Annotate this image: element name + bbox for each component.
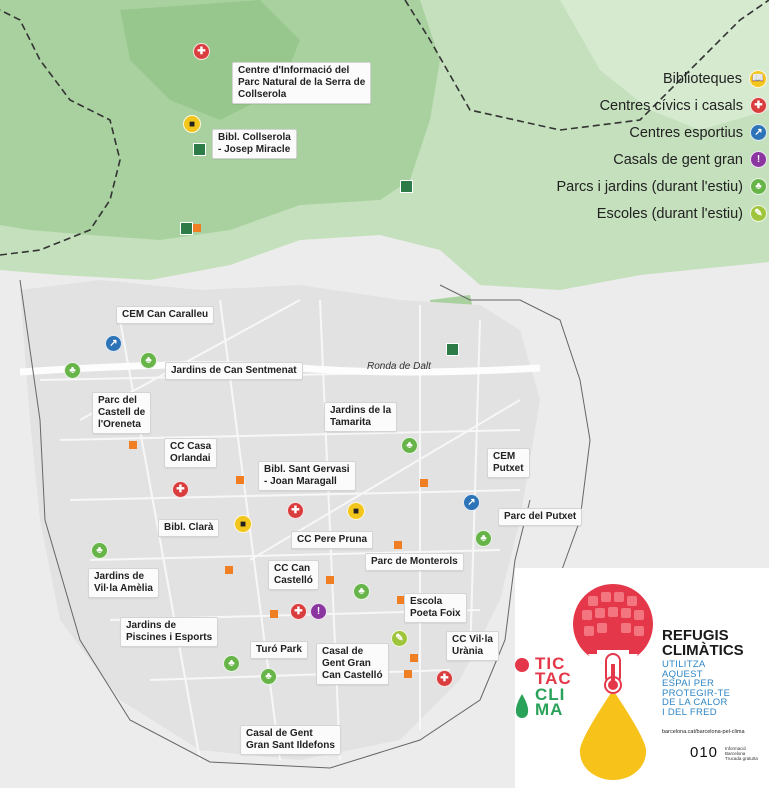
tictac-drops-icon	[515, 658, 529, 718]
orange-square-2	[129, 441, 137, 449]
cc-pere-pruna-marker[interactable]: ✚	[287, 502, 304, 519]
tictac-line-4: MA	[535, 700, 564, 719]
legend-row-civic: Centres cívics i casals ✚	[505, 92, 767, 119]
cem-putxet-marker[interactable]: ↗	[463, 494, 480, 511]
legend-label: Centres cívics i casals	[599, 97, 743, 114]
orange-square-11	[404, 670, 412, 678]
label-cem-putxet: CEM Putxet	[487, 448, 530, 478]
poster-url: barcelona.cat/barcelona-pel-clima	[662, 729, 745, 735]
label-jardins-can-sentmenat: Jardins de Can Sentmenat	[165, 362, 303, 380]
green-square-4	[446, 343, 459, 356]
label-escola-poeta-foix: Escola Poeta Foix	[404, 593, 467, 623]
label-cc-can-castello: CC Can Castelló	[268, 560, 319, 590]
orange-square-1	[193, 224, 201, 232]
orange-square-5	[394, 541, 402, 549]
sport-center-icon: ↗	[750, 124, 767, 141]
legend-label: Centres esportius	[629, 124, 743, 141]
label-jardins-vila-amelia: Jardins de Vil·la Amèlia	[88, 568, 159, 598]
cc-casa-orlandai-marker[interactable]: ✚	[172, 481, 189, 498]
civic-center-icon: ✚	[750, 97, 767, 114]
label-centre-informacio: Centre d'Informació del Parc Natural de …	[232, 62, 372, 104]
orange-square-9	[270, 610, 278, 618]
tictac-line-1: TIC	[535, 654, 566, 673]
label-cc-casa-orlandai: CC Casa Orlandai	[164, 438, 218, 468]
orange-square-4	[236, 476, 244, 484]
jardins-piscines-marker[interactable]: ♣	[223, 655, 240, 672]
park-icon: ♣	[750, 178, 767, 195]
legend-label: Escoles (durant l'estiu)	[596, 205, 743, 222]
label-bibl-sant-gervasi: Bibl. Sant Gervasi - Joan Maragall	[258, 461, 356, 491]
centre-informacio-marker[interactable]: ✚	[193, 43, 210, 60]
label-parc-castell-oreneta: Parc del Castell de l'Oreneta	[92, 392, 152, 434]
tictac-line-3: CLI	[535, 685, 566, 704]
label-jardins-tamarita: Jardins de la Tamarita	[324, 402, 398, 432]
bibl-sant-gervasi-marker[interactable]: ■	[347, 502, 365, 520]
legend-row-sport: Centres esportius ↗	[505, 119, 767, 146]
cem-can-caralleu-marker[interactable]: ↗	[105, 335, 122, 352]
parc-castell-oreneta-marker[interactable]: ♣	[64, 362, 81, 379]
label-bibl-collserola: Bibl. Collserola - Josep Miracle	[212, 129, 297, 159]
tictac-clima-logo: TIC TAC CLI MA	[513, 654, 573, 728]
green-square-3	[180, 222, 193, 235]
legend-row-park: Parcs i jardins (durant l'estiu) ♣	[505, 173, 767, 200]
casal-can-castello-marker[interactable]: !	[310, 603, 327, 620]
green-square-2	[400, 180, 413, 193]
cc-can-castello-marker[interactable]: ✚	[290, 603, 307, 620]
legend-row-library: Biblioteques 📖	[505, 65, 767, 92]
orange-square-6	[225, 566, 233, 574]
label-parc-putxet: Parc del Putxet	[498, 508, 583, 526]
legend-label: Casals de gent gran	[613, 151, 743, 168]
legend-row-elder: Casals de gent gran !	[505, 146, 767, 173]
legend-row-school: Escoles (durant l'estiu) ✎	[505, 200, 767, 227]
parc-monterols-marker[interactable]: ♣	[353, 583, 370, 600]
parc-putxet-marker[interactable]: ♣	[475, 530, 492, 547]
poster-phone-info: Informació Barcelona Trucada gratuïta	[725, 746, 758, 761]
label-bibl-clara: Bibl. Clarà	[158, 519, 220, 537]
poster-phone: 010	[690, 744, 719, 761]
poster-subtitle: UTILITZA AQUEST ESPAI PER PROTEGIR-TE DE…	[662, 659, 731, 718]
label-parc-monterols: Parc de Monterols	[365, 553, 464, 571]
legend: Biblioteques 📖 Centres cívics i casals ✚…	[505, 65, 767, 227]
label-casal-can-castello: Casal de Gent Gran Can Castelló	[316, 643, 389, 685]
street-ronda-de-dalt: Ronda de Dalt	[367, 361, 431, 372]
orange-square-7	[326, 576, 334, 584]
label-casal-sant-ildefons: Casal de Gent Gran Sant Ildefons	[240, 725, 341, 755]
turo-park-marker[interactable]: ♣	[260, 668, 277, 685]
school-icon: ✎	[750, 205, 767, 222]
orange-square-3	[420, 479, 428, 487]
tictac-line-2: TAC	[535, 669, 572, 688]
cc-vila-urania-marker[interactable]: ✚	[436, 670, 453, 687]
library-icon: 📖	[749, 69, 767, 88]
jardins-tamarita-marker[interactable]: ♣	[401, 437, 418, 454]
jardins-vila-amelia-marker[interactable]: ♣	[91, 542, 108, 559]
label-cc-pere-pruna: CC Pere Pruna	[291, 531, 374, 549]
bibl-clara-marker[interactable]: ■	[234, 515, 252, 533]
label-cc-vila-urania: CC Vil·la Urània	[446, 631, 499, 661]
elderly-center-icon: !	[750, 151, 767, 168]
label-turo-park: Turó Park	[250, 641, 308, 659]
label-cem-can-caralleu: CEM Can Caralleu	[116, 306, 215, 324]
green-square-1	[193, 143, 206, 156]
label-jardins-piscines: Jardins de Piscines i Esports	[120, 617, 219, 647]
bibl-collserola-marker[interactable]: ■	[183, 115, 201, 133]
orange-square-8	[397, 596, 405, 604]
thermometer-drop-icon	[573, 584, 653, 780]
jardins-can-sentmenat-marker[interactable]: ♣	[140, 352, 157, 369]
legend-label: Parcs i jardins (durant l'estiu)	[556, 178, 743, 195]
legend-label: Biblioteques	[663, 70, 742, 87]
orange-square-10	[410, 654, 418, 662]
escola-poeta-foix-marker[interactable]: ✎	[391, 630, 408, 647]
poster-title: REFUGIS CLIMÀTICS	[662, 627, 744, 659]
